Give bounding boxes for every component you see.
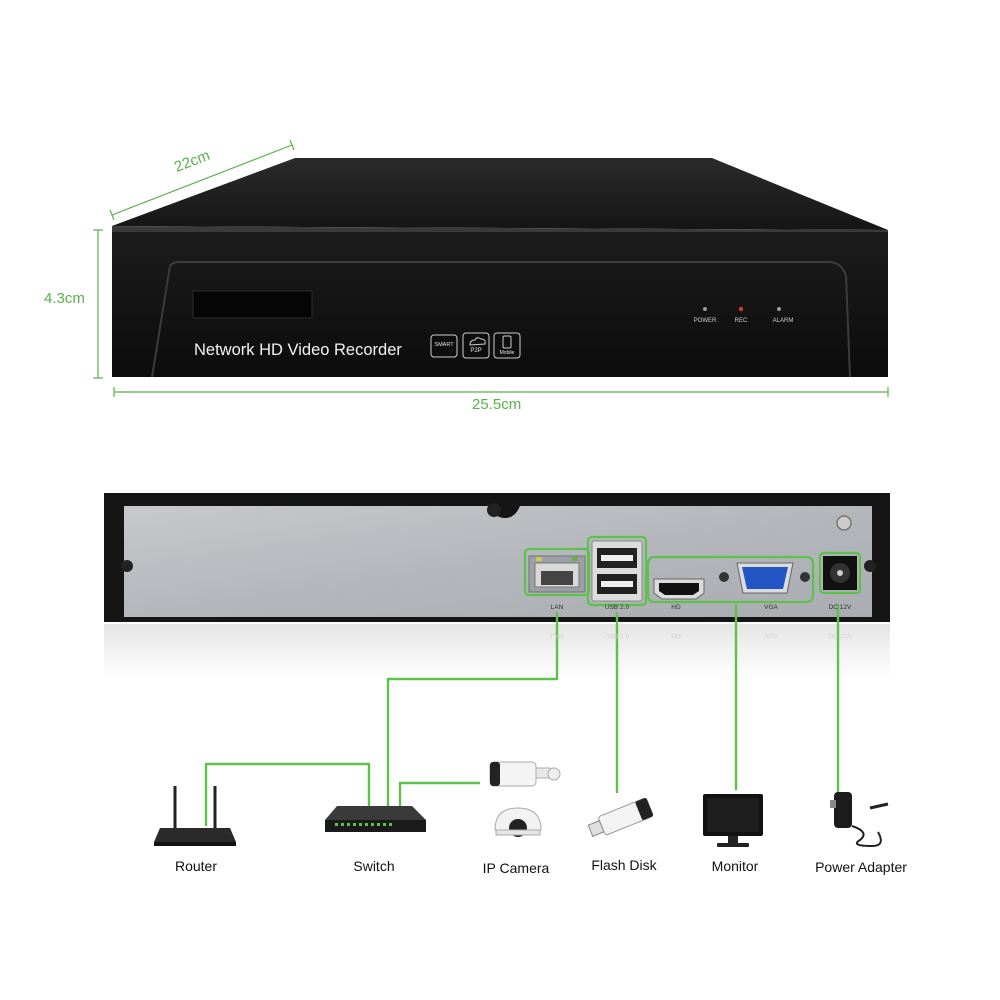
rear-view: LAN USB 2.0 HD VGA DC 12V LAN USB 2.0 HD… (0, 430, 1000, 1000)
rec-led-icon (738, 306, 744, 312)
power-adapter-icon (830, 792, 889, 848)
switch-icon (325, 806, 426, 832)
depth-dimension-line (109, 139, 295, 221)
camera-connection-line (398, 781, 480, 812)
lan-port-icon (528, 555, 586, 593)
usb-port-reflection: USB 2.0 (604, 632, 630, 639)
width-dimension-label: 25.5cm (472, 396, 522, 413)
router-connection-line (204, 762, 371, 826)
power-led-icon (703, 307, 707, 311)
hdmi-port-icon (653, 578, 705, 600)
front-view: 22cm 4.3cm 25.5cm Network HD Video Recor… (0, 0, 1000, 430)
lan-port-reflection: LAN (550, 632, 564, 639)
power-adapter-label: Power Adapter (815, 859, 907, 875)
lan-port-label: LAN (550, 604, 564, 611)
left-screw-icon (121, 560, 133, 572)
flash-disk-icon (587, 797, 654, 837)
nvr-front-illustration (93, 139, 889, 397)
mobile-badge-label: Mobile (499, 350, 515, 356)
alarm-led-label: ALARM (772, 318, 794, 324)
height-dimension-line (93, 229, 103, 379)
vga-port-label: VGA (764, 604, 778, 611)
switch-label: Switch (353, 858, 395, 874)
smart-badge-icon (430, 334, 458, 358)
dc-port-label: DC 12V (828, 604, 852, 611)
vga-port-reflection: VGA (764, 632, 778, 639)
usb-highlight (586, 535, 648, 607)
flash-disk-label: Flash Disk (591, 857, 657, 873)
ip-camera-label: IP Camera (482, 860, 550, 876)
dc-port-reflection: DC 12V (828, 632, 852, 639)
top-screw-icon (487, 503, 501, 517)
dc-highlight (818, 551, 862, 595)
height-dimension-label: 4.3cm (44, 290, 85, 307)
lan-connection-line (386, 612, 559, 812)
width-dimension-line (113, 387, 889, 397)
hd-port-label: HD (671, 604, 681, 611)
usb-port-label: USB 2.0 (604, 604, 630, 611)
alarm-led-icon (777, 307, 781, 311)
rec-led-label: REC (734, 318, 748, 324)
dc-jack-icon (823, 556, 857, 590)
monitor-label: Monitor (711, 858, 759, 874)
video-highlight (646, 555, 815, 604)
vga-port-icon (719, 562, 810, 594)
nvr-rear-illustration (104, 493, 890, 848)
right-screw-icon (864, 560, 876, 572)
hd-port-reflection: HD (671, 632, 681, 639)
ground-screw-icon (836, 515, 852, 531)
p2p-badge-label: P2P (470, 348, 482, 354)
smart-badge-label: SMART (434, 342, 454, 348)
front-panel-title: Network HD Video Recorder (194, 341, 402, 359)
monitor-icon (703, 794, 763, 847)
power-led-label: POWER (693, 318, 717, 324)
router-icon (154, 786, 236, 846)
ip-camera-icon (489, 761, 561, 837)
p2p-cloud-badge-icon (462, 332, 490, 359)
mobile-badge-icon (493, 332, 521, 359)
router-label: Router (174, 858, 218, 874)
usb-port-icon (591, 540, 643, 602)
